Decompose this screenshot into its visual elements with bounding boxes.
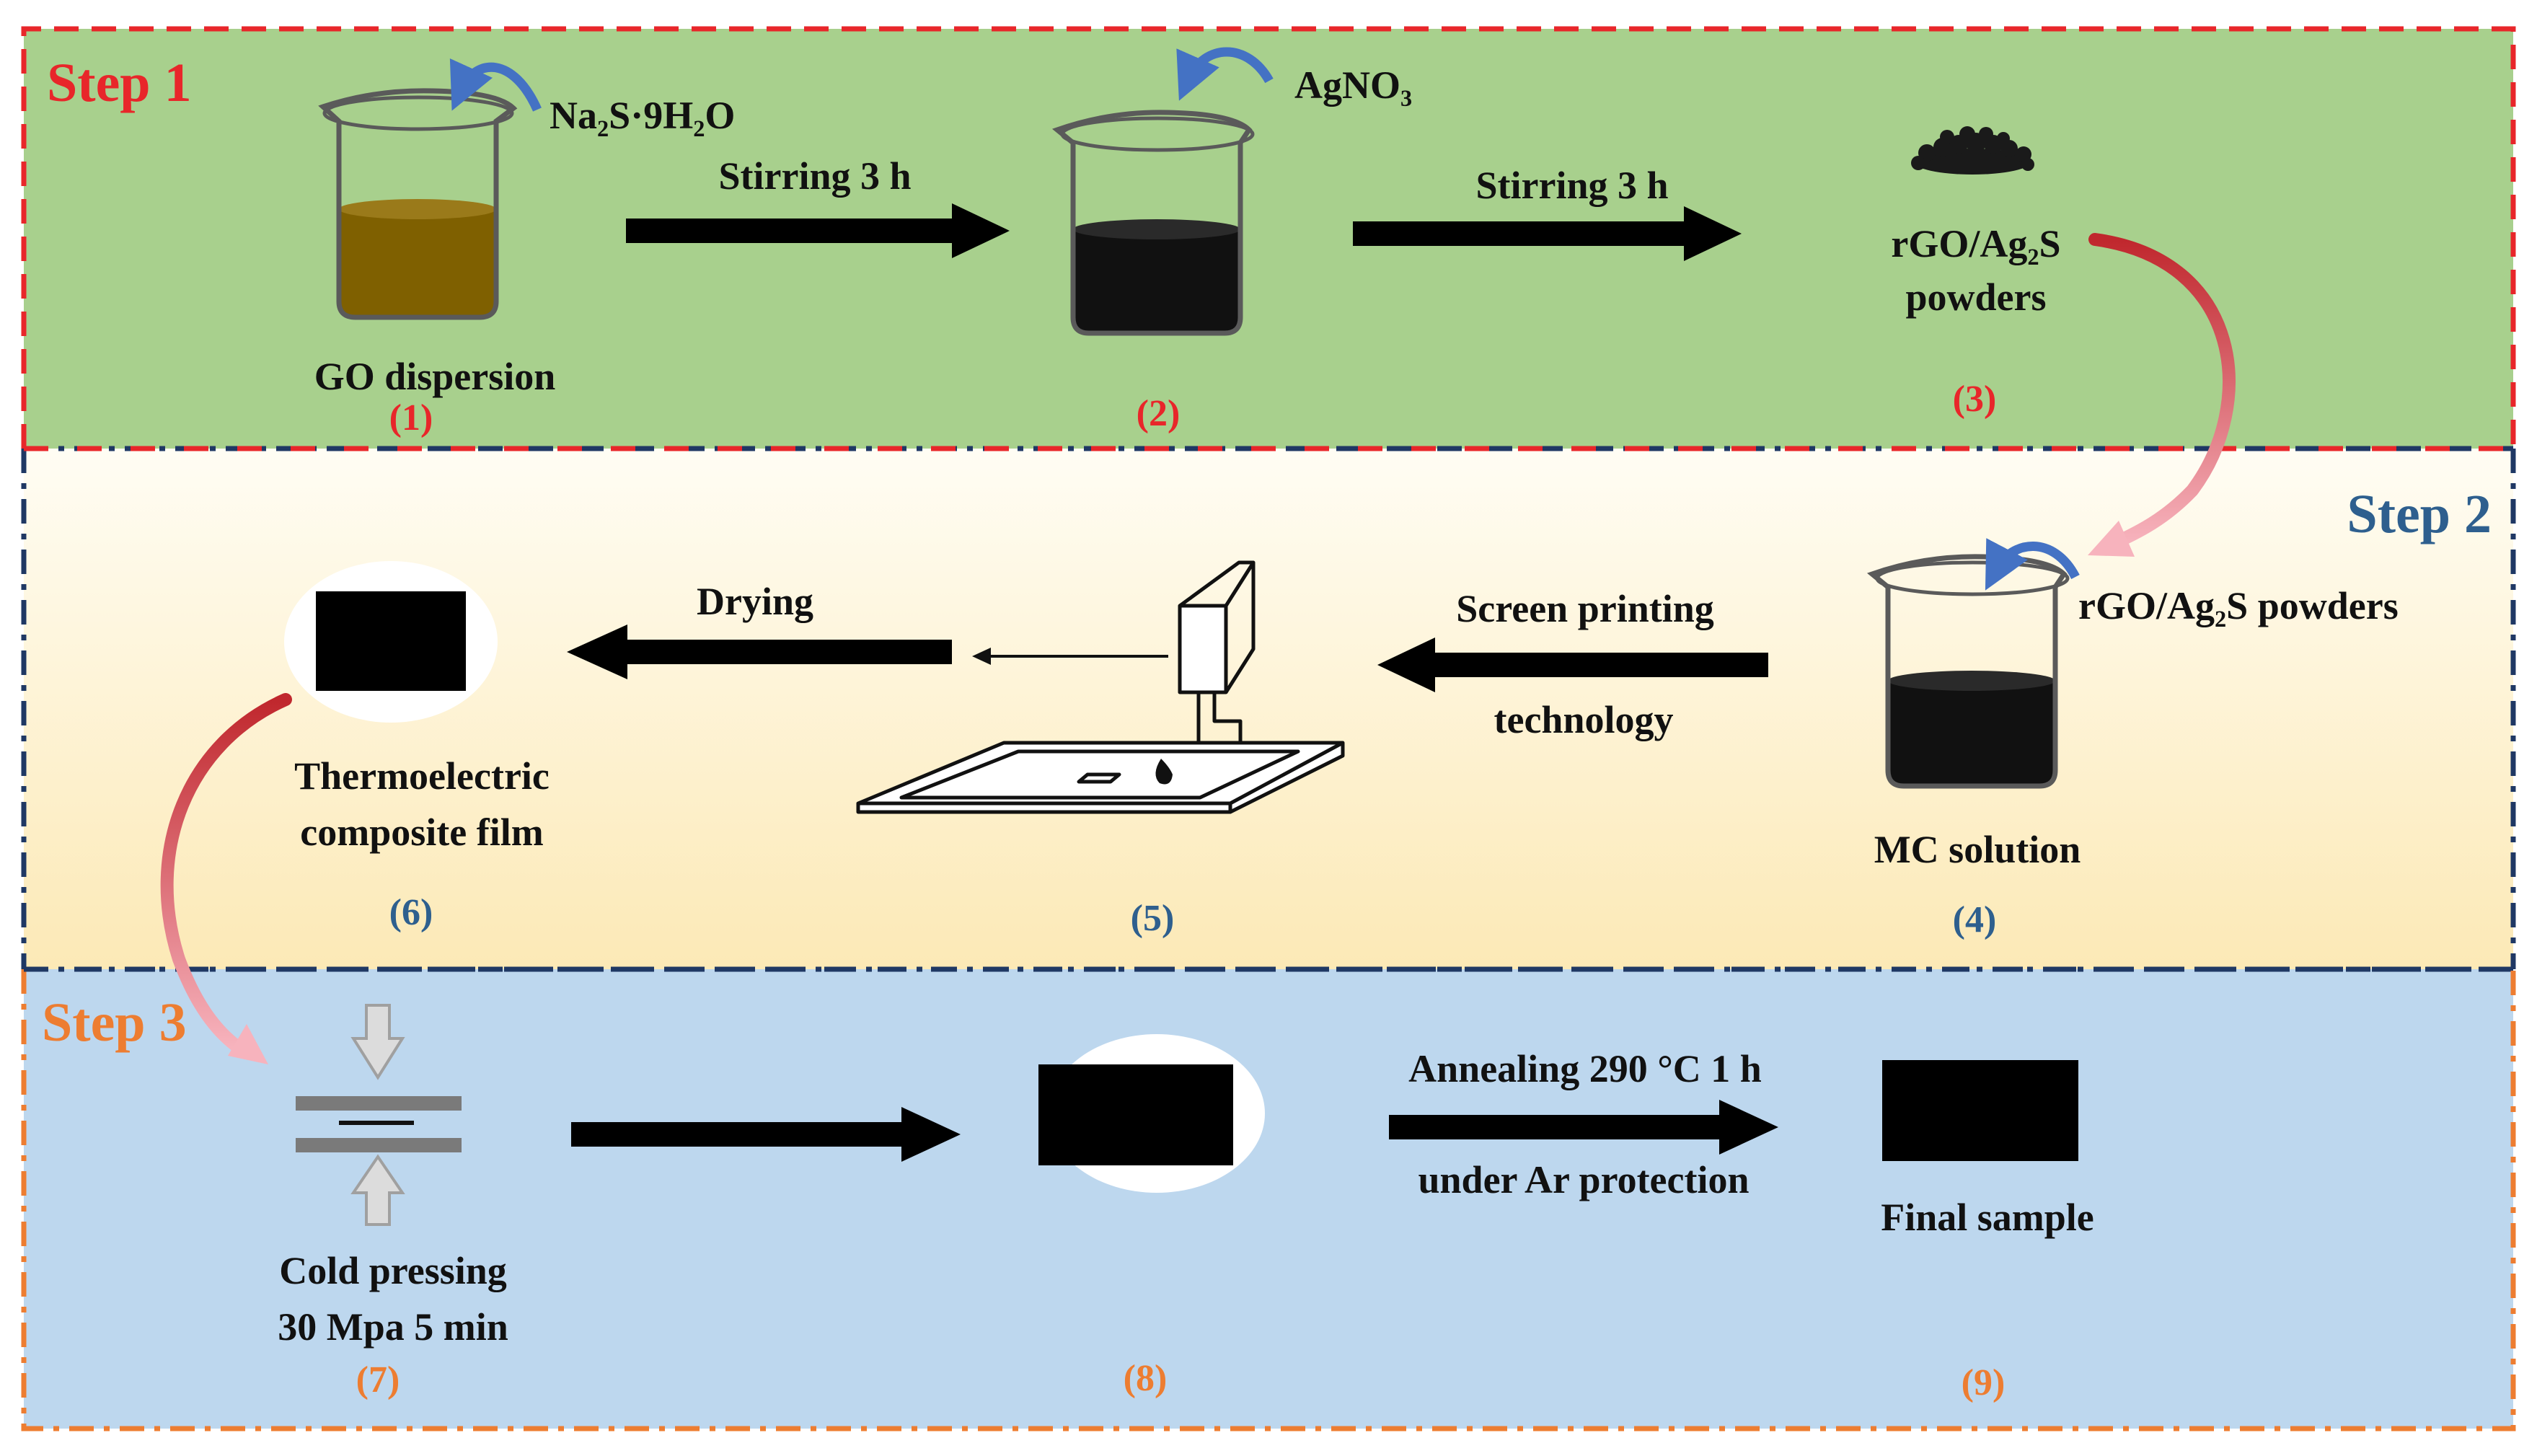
step-number-2: (2) — [1137, 393, 1181, 434]
powder-label-line1: rGO/Ag₂S — [1891, 222, 2060, 265]
screen-technology-label: technology — [1494, 698, 1674, 741]
step3-title: Step 3 — [42, 992, 187, 1053]
arrow-drying — [567, 625, 952, 679]
step1-border — [21, 26, 2516, 449]
arrow-step1-a — [626, 203, 1010, 258]
beaker-mc-solution — [1866, 554, 2070, 789]
step2-title: Step 2 — [2347, 484, 2492, 544]
stirring-label-b: Stirring 3 h — [1475, 164, 1668, 207]
cold-pressing-label: Cold pressing — [279, 1249, 507, 1292]
curve-arrow-step2-to-step3 — [160, 693, 292, 1064]
step2-border — [21, 446, 2516, 972]
ar-protection-label: under Ar protection — [1418, 1158, 1749, 1201]
ink-droplet — [1155, 759, 1173, 785]
cold-press-icon — [296, 1004, 462, 1226]
mc-solution-label: MC solution — [1874, 828, 2081, 871]
beaker-go-dispersion — [318, 88, 518, 320]
step-number-3: (3) — [1953, 379, 1997, 420]
curve-arrow-step1-to-step2 — [2088, 233, 2236, 557]
drying-label: Drying — [697, 580, 813, 623]
step-number-7: (7) — [356, 1359, 400, 1400]
powder-label-line2: powders — [1905, 275, 2046, 319]
annealing-label: Annealing 290 °C 1 h — [1408, 1047, 1762, 1090]
step-number-5: (5) — [1131, 898, 1175, 939]
stir-arrow-3 — [1985, 538, 2080, 591]
film-label-line2: composite film — [300, 811, 543, 854]
arrow-step1-b — [1353, 206, 1742, 261]
step-number-1: (1) — [389, 397, 433, 438]
cold-pressing-params: 30 Mpa 5 min — [278, 1305, 508, 1349]
stirring-label-a: Stirring 3 h — [718, 154, 911, 198]
arrow-screen-printing — [1377, 637, 1768, 692]
step-number-8: (8) — [1124, 1358, 1168, 1399]
reagent-agno3: AgNO₃ — [1294, 63, 1412, 107]
arrow-annealing — [1389, 1100, 1778, 1155]
go-dispersion-label: GO dispersion — [314, 355, 556, 398]
final-sample-label: Final sample — [1881, 1196, 2094, 1239]
step-number-9: (9) — [1962, 1362, 2006, 1403]
beaker-agno3 — [1051, 110, 1255, 336]
screen-printing-apparatus — [856, 560, 1345, 814]
reagent-powders-step2: rGO/Ag₂S powders — [2078, 584, 2399, 627]
screen-printing-label: Screen printing — [1456, 587, 1714, 630]
stir-arrow-1 — [449, 58, 542, 112]
step-number-6: (6) — [389, 892, 433, 933]
reagent-na2s: Na₂S·9H₂O — [550, 94, 735, 137]
step-number-4: (4) — [1953, 899, 1997, 940]
step3-panel — [24, 969, 2513, 1429]
step3-border — [21, 969, 2516, 1431]
film-label-line1: Thermoelectric — [294, 754, 550, 798]
stir-arrow-2 — [1176, 47, 1274, 101]
arrow-step3-a — [571, 1107, 961, 1162]
step1-title: Step 1 — [47, 53, 192, 113]
pressed-film — [1038, 1064, 1233, 1165]
final-sample — [1882, 1060, 2078, 1161]
rgo-ag2s-powder-pile — [1911, 126, 2034, 175]
thermoelectric-film — [316, 591, 466, 691]
thin-arrow-printing — [972, 648, 1168, 665]
